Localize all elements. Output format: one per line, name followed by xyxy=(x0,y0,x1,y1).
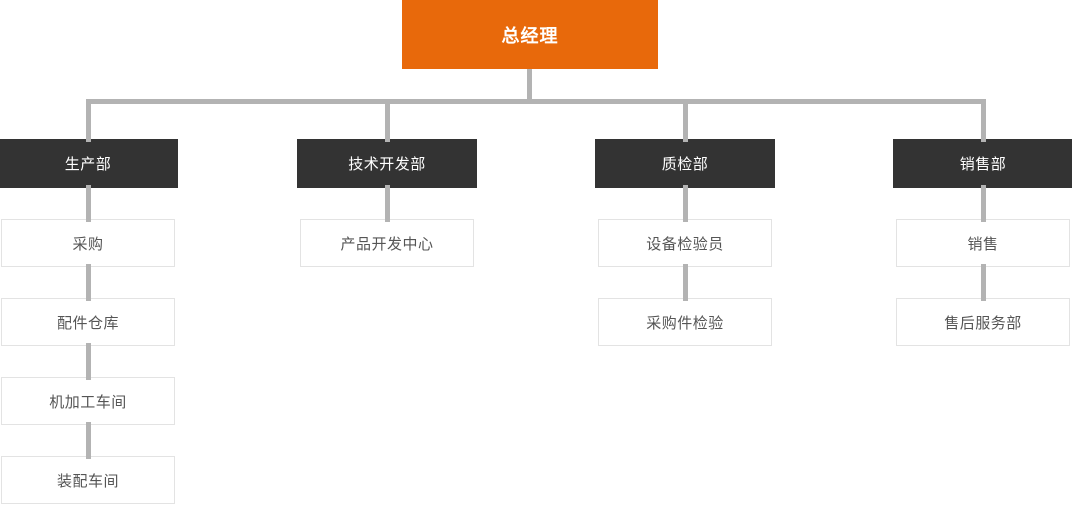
node-after-sales-service: 售后服务部 xyxy=(896,298,1070,346)
node-machining-workshop: 机加工车间 xyxy=(1,377,175,425)
connector-production-2 xyxy=(86,264,91,301)
connector-production-3 xyxy=(86,343,91,380)
node-equipment-inspector: 设备检验员 xyxy=(598,219,772,267)
connector-tech-development-1 xyxy=(385,185,390,222)
node-product-dev-center: 产品开发中心 xyxy=(300,219,474,267)
node-dept-quality-inspection: 质检部 xyxy=(595,139,775,188)
node-dept-tech-development: 技术开发部 xyxy=(297,139,477,188)
node-dept-production: 生产部 xyxy=(0,139,178,188)
connector-quality-inspection-1 xyxy=(683,185,688,222)
node-purchased-parts-inspection: 采购件检验 xyxy=(598,298,772,346)
connector-production-1 xyxy=(86,185,91,222)
node-assembly-workshop: 装配车间 xyxy=(1,456,175,504)
node-parts-warehouse: 配件仓库 xyxy=(1,298,175,346)
connector-quality-inspection-2 xyxy=(683,264,688,301)
connector-sales-1 xyxy=(981,185,986,222)
connector-drop-quality-inspection xyxy=(683,99,688,142)
connector-production-4 xyxy=(86,422,91,459)
node-procurement: 采购 xyxy=(1,219,175,267)
node-general-manager: 总经理 xyxy=(402,0,658,69)
connector-root-stem xyxy=(527,69,532,104)
connector-drop-production xyxy=(86,99,91,142)
connector-horizontal-rail xyxy=(86,99,986,104)
connector-drop-tech-development xyxy=(385,99,390,142)
connector-sales-2 xyxy=(981,264,986,301)
connector-drop-sales xyxy=(981,99,986,142)
node-sales: 销售 xyxy=(896,219,1070,267)
node-dept-sales: 销售部 xyxy=(893,139,1072,188)
